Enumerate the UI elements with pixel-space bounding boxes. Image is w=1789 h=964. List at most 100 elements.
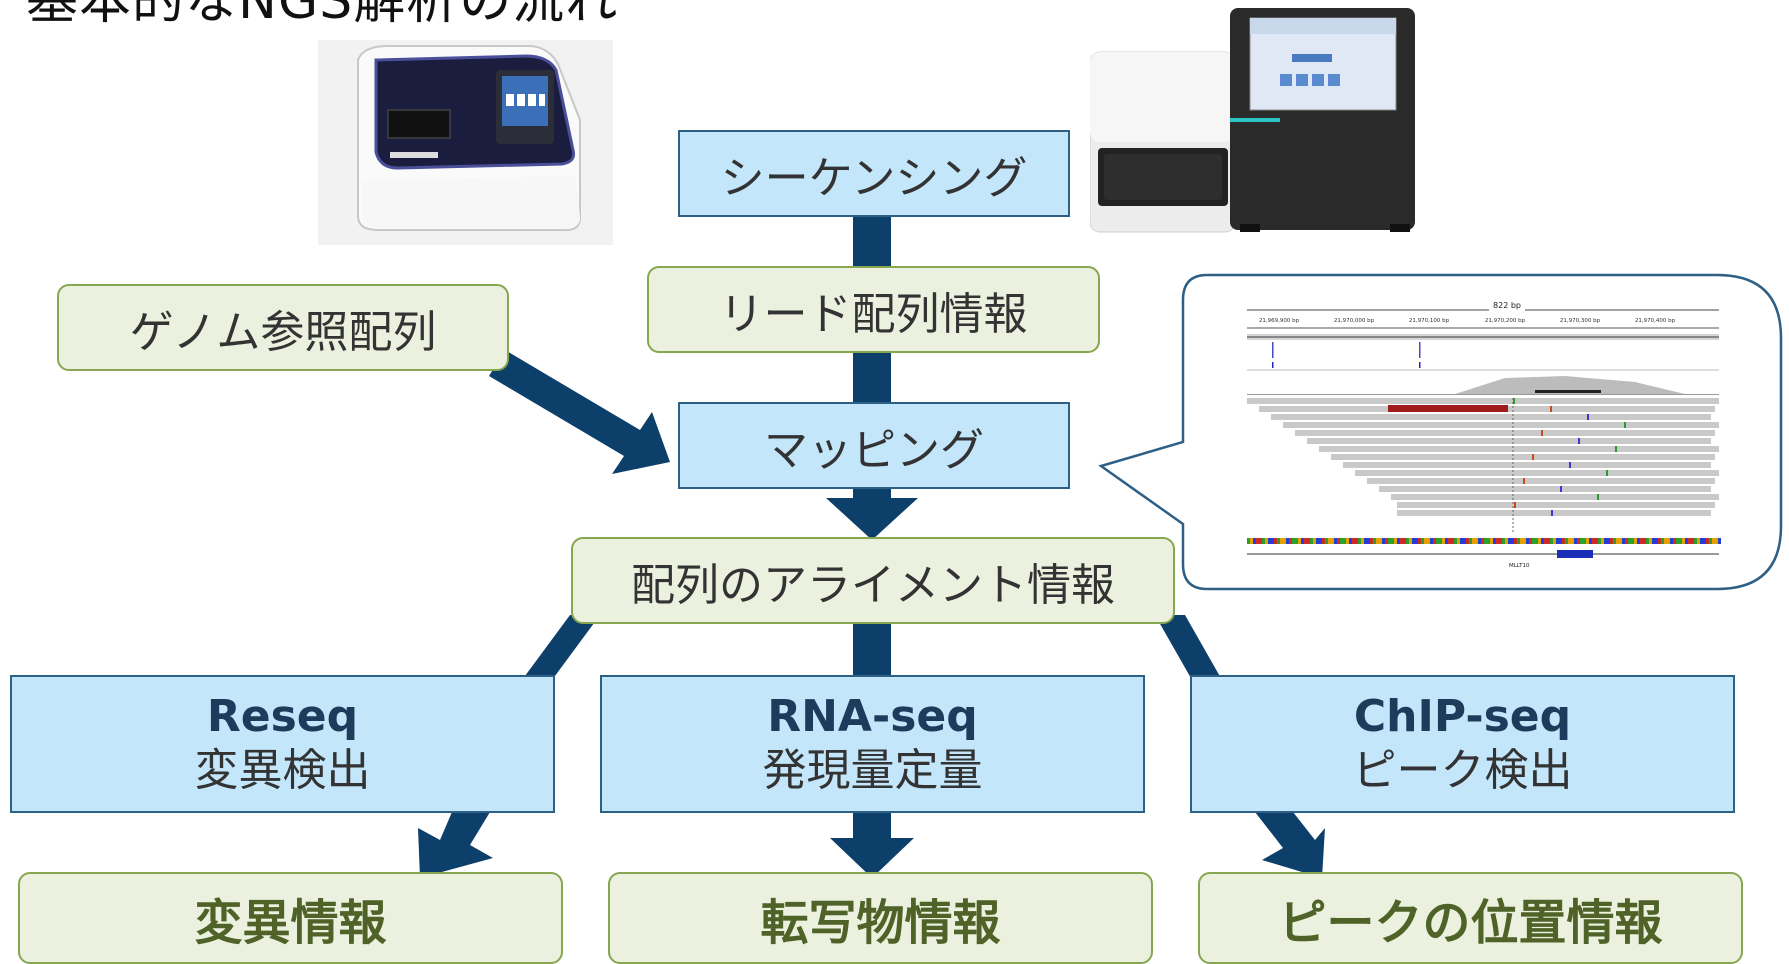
base-cell bbox=[1370, 538, 1373, 544]
base-cell bbox=[1457, 538, 1460, 544]
base-cell bbox=[1502, 538, 1505, 544]
mismatch-mark bbox=[1597, 494, 1599, 500]
read-info-box: リード配列情報 bbox=[647, 266, 1100, 353]
analysis-box-chipseq: ChIP-seq ピーク検出 bbox=[1190, 675, 1735, 813]
mismatch-mark bbox=[1541, 430, 1543, 436]
tick-label: 21,970,200 bp bbox=[1485, 318, 1526, 324]
base-cell bbox=[1316, 538, 1319, 544]
base-cell bbox=[1490, 538, 1493, 544]
mismatch-mark bbox=[1514, 502, 1516, 508]
base-cell bbox=[1364, 538, 1367, 544]
mismatch-mark bbox=[1560, 486, 1562, 492]
base-cell bbox=[1358, 538, 1361, 544]
base-cell bbox=[1379, 538, 1382, 544]
base-cell bbox=[1676, 538, 1679, 544]
base-cell bbox=[1667, 538, 1670, 544]
base-cell bbox=[1532, 538, 1535, 544]
base-cell bbox=[1253, 538, 1256, 544]
base-cell bbox=[1640, 538, 1643, 544]
base-cell bbox=[1661, 538, 1664, 544]
base-cell bbox=[1403, 538, 1406, 544]
base-cell bbox=[1355, 538, 1358, 544]
gene-label: MLLT10 bbox=[1509, 563, 1530, 569]
base-cell bbox=[1265, 538, 1268, 544]
base-cell bbox=[1547, 538, 1550, 544]
read-row bbox=[1391, 494, 1719, 500]
base-cell bbox=[1625, 538, 1628, 544]
mismatch-mark bbox=[1578, 438, 1580, 444]
read-row bbox=[1343, 462, 1711, 468]
base-cell bbox=[1712, 538, 1715, 544]
base-cell bbox=[1454, 538, 1457, 544]
base-cell bbox=[1460, 538, 1463, 544]
base-cell bbox=[1520, 538, 1523, 544]
arrow-genome-to-mapping bbox=[489, 350, 670, 474]
base-cell bbox=[1505, 538, 1508, 544]
base-cell bbox=[1487, 538, 1490, 544]
read-row bbox=[1307, 438, 1711, 444]
base-cell bbox=[1451, 538, 1454, 544]
base-cell bbox=[1307, 538, 1310, 544]
mapping-label: マッピング bbox=[764, 424, 984, 476]
base-cell bbox=[1598, 538, 1601, 544]
base-cell bbox=[1655, 538, 1658, 544]
base-cell bbox=[1262, 538, 1265, 544]
tick-label: 21,970,400 bp bbox=[1635, 318, 1676, 324]
read-row bbox=[1331, 454, 1715, 460]
base-cell bbox=[1646, 538, 1649, 544]
base-cell bbox=[1511, 538, 1514, 544]
base-cell bbox=[1445, 538, 1448, 544]
base-cell bbox=[1319, 538, 1322, 544]
analysis-subtitle-reseq: 変異検出 bbox=[194, 745, 371, 796]
arrow-mapping-to-alignment bbox=[826, 488, 918, 540]
base-cell bbox=[1298, 538, 1301, 544]
base-cell bbox=[1574, 538, 1577, 544]
base-cell bbox=[1565, 538, 1568, 544]
base-cell bbox=[1301, 538, 1304, 544]
base-cell bbox=[1673, 538, 1676, 544]
base-cell bbox=[1571, 538, 1574, 544]
base-cell bbox=[1643, 538, 1646, 544]
sequencing-box: シーケンシング bbox=[678, 130, 1070, 217]
result-box-variants: 変異情報 bbox=[18, 872, 563, 964]
read-row bbox=[1397, 502, 1715, 508]
base-cell bbox=[1433, 538, 1436, 544]
mismatch-mark bbox=[1513, 398, 1515, 404]
analysis-title-chipseq: ChIP-seq bbox=[1353, 691, 1572, 742]
base-cell bbox=[1409, 538, 1412, 544]
base-cell bbox=[1700, 538, 1703, 544]
base-cell bbox=[1550, 538, 1553, 544]
base-cell bbox=[1481, 538, 1484, 544]
base-cell bbox=[1559, 538, 1562, 544]
read-row bbox=[1355, 470, 1719, 476]
base-cell bbox=[1682, 538, 1685, 544]
tick-label: 21,970,000 bp bbox=[1334, 318, 1375, 324]
read-row bbox=[1367, 478, 1715, 484]
mismatch-mark bbox=[1551, 510, 1553, 516]
base-cell bbox=[1328, 538, 1331, 544]
genome-reference-box: ゲノム参照配列 bbox=[57, 284, 509, 371]
base-cell bbox=[1274, 538, 1277, 544]
base-cell bbox=[1538, 538, 1541, 544]
base-cell bbox=[1589, 538, 1592, 544]
base-cell bbox=[1250, 538, 1253, 544]
base-cell bbox=[1496, 538, 1499, 544]
base-cell bbox=[1466, 538, 1469, 544]
base-cell bbox=[1535, 538, 1538, 544]
base-cell bbox=[1268, 538, 1271, 544]
base-cell bbox=[1607, 538, 1610, 544]
page-title: 基本的なNGS解析の流れ bbox=[26, 0, 619, 31]
base-cell bbox=[1469, 538, 1472, 544]
base-cell bbox=[1418, 538, 1421, 544]
genome-reference-label: ゲノム参照配列 bbox=[129, 306, 437, 358]
base-cell bbox=[1613, 538, 1616, 544]
base-cell bbox=[1478, 538, 1481, 544]
mismatch-mark bbox=[1550, 406, 1552, 412]
analysis-box-reseq: Reseq 変異検出 bbox=[10, 675, 555, 813]
base-cell bbox=[1334, 538, 1337, 544]
base-cell bbox=[1391, 538, 1394, 544]
base-cell bbox=[1616, 538, 1619, 544]
base-cell bbox=[1622, 538, 1625, 544]
result-box-peaks: ピークの位置情報 bbox=[1198, 872, 1743, 964]
